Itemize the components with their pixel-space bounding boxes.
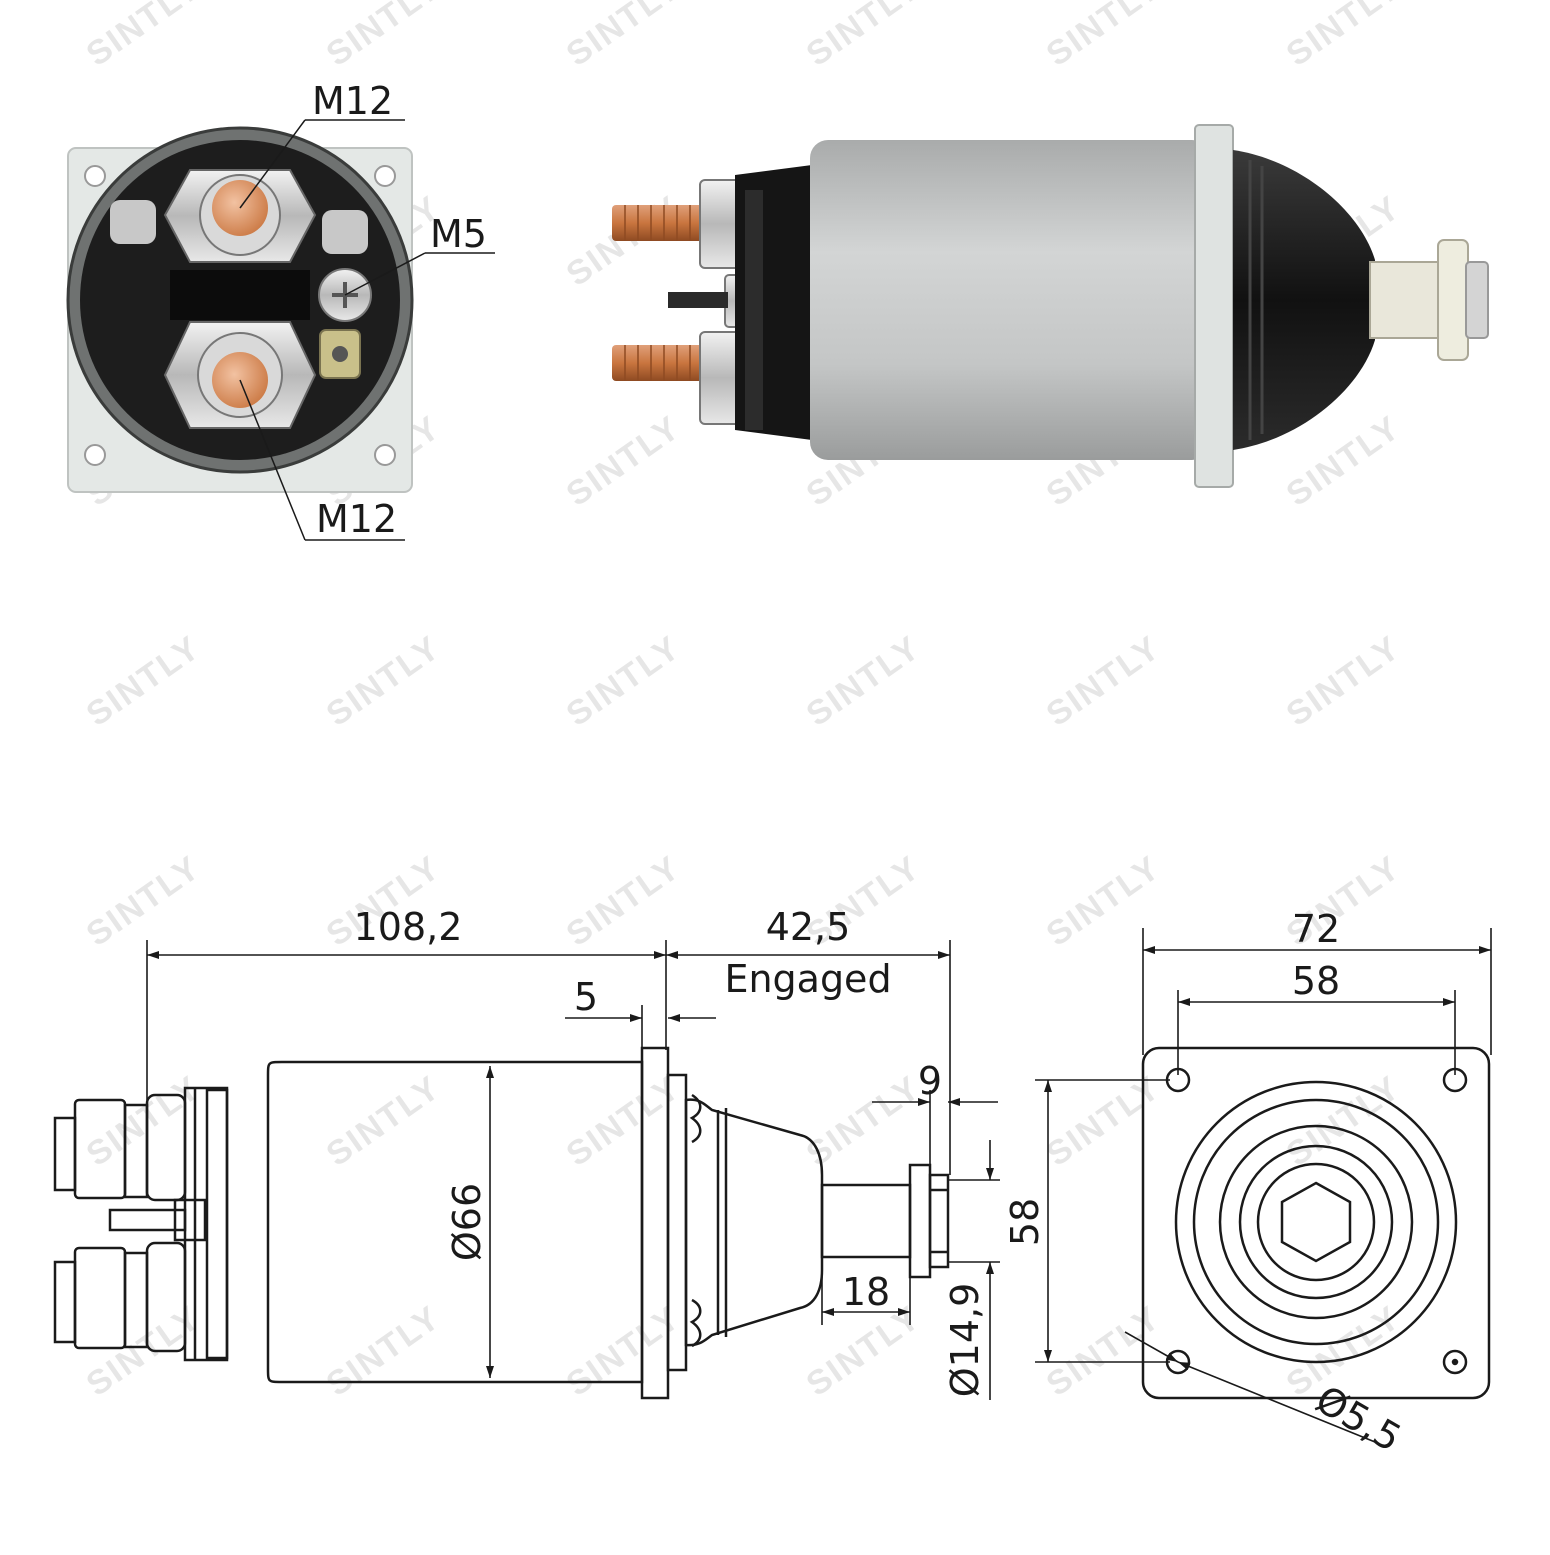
dim-hole-spacing-vertical: 58 [1003,1198,1047,1246]
watermark-text: SINTLY [1040,628,1168,734]
dim-body-diameter: Ø66 [445,1183,489,1261]
dim-flange-width: 72 [1292,907,1340,951]
watermark-text: SINTLY [80,1298,208,1404]
watermark-text: SINTLY [80,1068,208,1174]
watermark-text: SINTLY [800,628,928,734]
watermark-text: SINTLY [320,1068,448,1174]
watermark-text: SINTLY [800,1298,928,1404]
watermark-text: SINTLY [80,848,208,954]
end-view-drawing [1141,1046,1491,1400]
watermark-text: SINTLY [1040,848,1168,954]
callout-m12-top: M12 [239,79,405,209]
watermark-text: SINTLY [1040,1298,1168,1404]
dim-pin-diameter: Ø14,9 [943,1283,987,1398]
watermark-text: SINTLY [560,0,688,74]
watermark-text: SINTLY [1280,0,1408,74]
watermark-text: SINTLY [560,848,688,954]
watermark-text: SINTLY [320,1298,448,1404]
dim-hole-spacing-horizontal: 58 [1292,959,1340,1003]
end-view-photo [66,126,414,493]
dimension-lines-side [146,940,1000,1400]
side-view-drawing [53,1046,950,1400]
label-m12-top: M12 [312,79,393,123]
dim-overall-length: 108,2 [354,905,463,949]
watermark-text: SINTLY [320,628,448,734]
dim-hole-diameter: Ø5,5 [1308,1377,1408,1460]
dim-stroke-note: Engaged [724,957,891,1001]
watermark-text: SINTLY [80,0,208,74]
dim-pin-width: 9 [918,1059,942,1103]
callout-m12-bottom: M12 [239,379,405,541]
dim-flange-thickness: 5 [574,975,598,1019]
watermark-text: SINTLY [1040,0,1168,74]
dim-stroke-length: 42,5 [766,905,851,949]
watermark-text: SINTLY [800,0,928,74]
dimension-lines-end [1035,928,1492,1443]
watermark-text: SINTLY [80,628,208,734]
watermark-text: SINTLY [320,0,448,74]
label-m5: M5 [430,212,487,256]
watermark-text: SINTLY [1280,628,1408,734]
watermark-text: SINTLY [560,628,688,734]
dim-plunger-length: 18 [842,1270,890,1314]
callout-m5: M5 [344,212,495,296]
watermark-text: SINTLY [560,408,688,514]
label-m12-bottom: M12 [316,497,397,541]
watermark-text: SINTLY [1040,1068,1168,1174]
side-view-photo [612,124,1489,488]
